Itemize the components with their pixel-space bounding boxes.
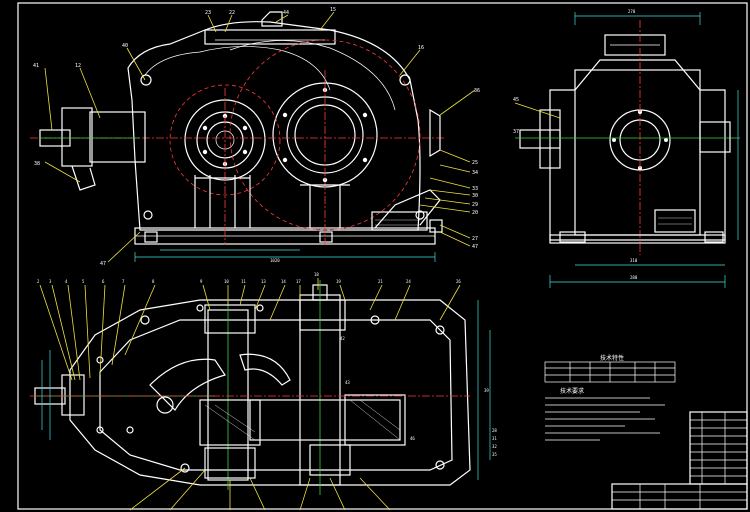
- part-label: 5: [82, 279, 85, 284]
- dimension-label: 1020: [270, 258, 280, 263]
- part-label: 34: [472, 170, 478, 176]
- part-label: 28: [492, 428, 497, 433]
- part-label: 32: [492, 444, 497, 449]
- part-label: 15: [330, 7, 336, 13]
- part-label: 43: [345, 380, 350, 385]
- part-label: 2: [37, 279, 40, 284]
- part-label: 11: [241, 279, 246, 284]
- part-label: 25: [472, 160, 478, 166]
- part-label: 13: [261, 279, 266, 284]
- part-label: 12: [75, 63, 81, 69]
- part-label: 39: [484, 388, 489, 393]
- part-label: 47: [472, 244, 478, 250]
- part-label: 24: [406, 279, 411, 284]
- part-label: 36: [474, 88, 480, 94]
- part-label: 45: [513, 97, 519, 103]
- part-label: 21: [378, 279, 383, 284]
- part-label: 30: [472, 193, 478, 199]
- dimension-label: 270: [628, 9, 636, 14]
- part-label: 44: [283, 10, 289, 16]
- part-label: 46: [410, 436, 415, 441]
- part-label: 17: [296, 279, 301, 284]
- tech-table: 技术特性: [544, 354, 676, 383]
- part-label: 16: [418, 45, 424, 51]
- part-label: 7: [122, 279, 125, 284]
- part-label: 8: [152, 279, 155, 284]
- part-label: 10: [224, 279, 229, 284]
- plan-view: 2 3 4 5 6 7 8 9 10 11 13 14 17 18 19 21 …: [30, 272, 497, 511]
- part-label: 40: [122, 43, 128, 49]
- side-view: 270 310 280 45 37: [513, 9, 740, 288]
- part-label: 3: [49, 279, 52, 284]
- part-label: 23: [205, 10, 211, 16]
- part-label: 38: [34, 161, 40, 167]
- part-label: 14: [281, 279, 286, 284]
- drawing-frame: [17, 2, 748, 510]
- part-label: 18: [314, 272, 319, 277]
- part-label: 47: [100, 261, 106, 267]
- part-label: 42: [340, 336, 345, 341]
- tech-requirements: 技术要求: [545, 387, 665, 441]
- part-label: 19: [336, 279, 341, 284]
- dimension-label: 310: [630, 258, 638, 263]
- part-label: 26: [456, 279, 461, 284]
- part-label: 20: [472, 210, 478, 216]
- part-label: 29: [472, 202, 478, 208]
- part-label: 22: [229, 10, 235, 16]
- part-label: 35: [492, 452, 497, 457]
- part-label: 31: [492, 436, 497, 441]
- part-label: 4: [65, 279, 68, 284]
- part-label: 33: [472, 186, 478, 192]
- dimension-label: 280: [630, 275, 638, 280]
- tech-requirements-title: 技术要求: [560, 387, 584, 395]
- front-view: 23 22 44 15 40 16 41 12 38 36 25 34 33 3…: [30, 7, 480, 267]
- part-label: 9: [200, 279, 203, 284]
- part-label: 37: [513, 129, 519, 135]
- tech-table-title: 技术特性: [600, 354, 624, 362]
- part-label: 6: [102, 279, 105, 284]
- part-label: 41: [33, 63, 39, 69]
- part-label: 27: [472, 236, 478, 242]
- title-block: [611, 411, 748, 510]
